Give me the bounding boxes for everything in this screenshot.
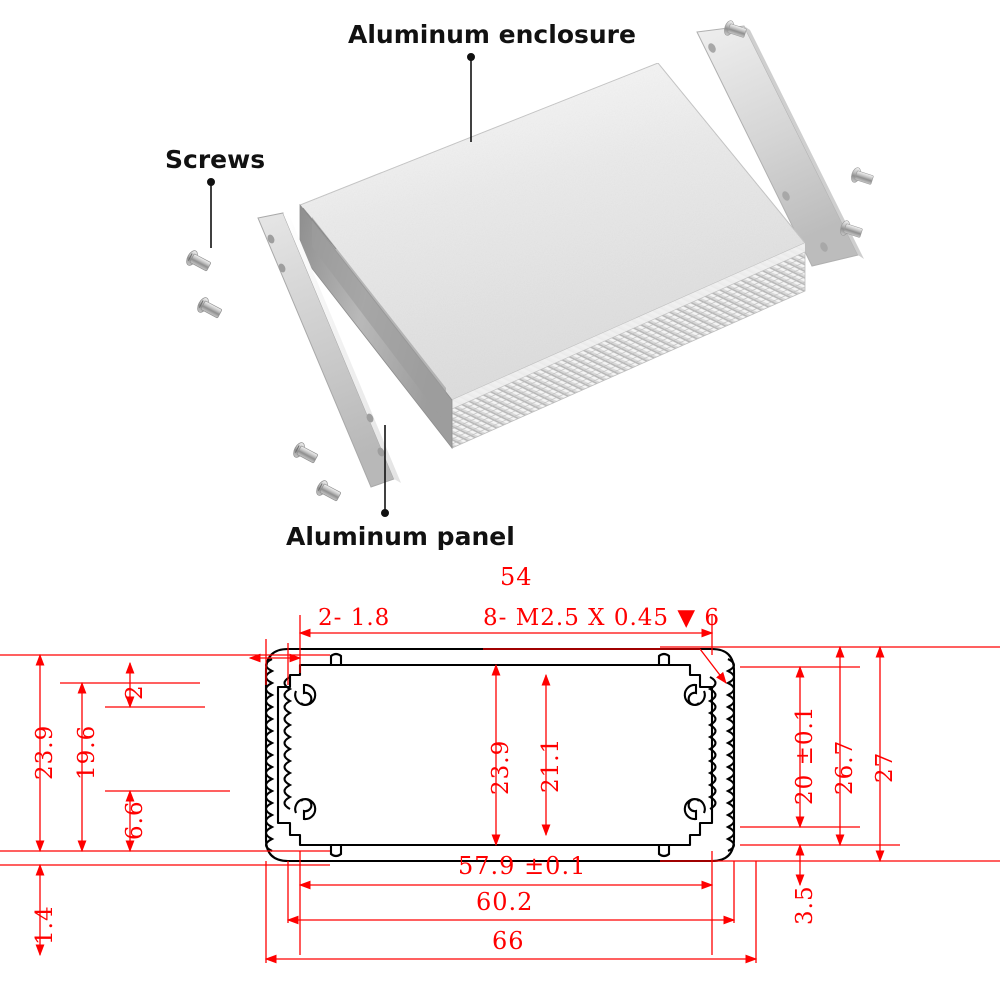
panel-screw xyxy=(197,297,222,319)
left-fins xyxy=(264,658,293,852)
dim-h-27: 27 xyxy=(872,751,898,783)
callout-label-screws: Screws xyxy=(165,145,266,174)
dim-wall-2-1-8: 2- 1.8 xyxy=(318,605,391,631)
dim-h-26-7: 26.7 xyxy=(832,739,858,795)
dim-h-23-9: 23.9 xyxy=(32,724,58,780)
dim-w-66: 66 xyxy=(492,927,525,955)
dim-h-20-tol: 20 ±0.1 xyxy=(792,705,818,805)
dim-inner-21-1: 21.1 xyxy=(538,737,564,793)
bracket-screw xyxy=(724,20,747,38)
cross-section-drawing xyxy=(0,615,1000,964)
technical-drawing: 54 2- 1.8 8- M2.5 X 0.45 ▼ 6 23.9 19.6 2… xyxy=(0,555,1000,1000)
dim-h-2: 2 xyxy=(122,684,148,700)
panel-screw xyxy=(293,442,318,464)
dim-width-54: 54 xyxy=(500,563,533,591)
panel-screw xyxy=(316,480,341,502)
product-photo: Aluminum enclosure Screws Aluminum panel xyxy=(165,20,874,551)
dim-thread-note: 8- M2.5 X 0.45 ▼ 6 xyxy=(483,605,720,631)
enclosure-render xyxy=(186,20,874,517)
bracket-screw xyxy=(851,167,874,185)
enclosure-body xyxy=(296,62,806,450)
panel-screw xyxy=(186,250,211,272)
callout-label-panel: Aluminum panel xyxy=(286,522,515,551)
callout-leaders xyxy=(207,52,475,517)
dim-h-19-6: 19.6 xyxy=(74,724,100,780)
dim-h-1-4: 1.4 xyxy=(32,905,58,945)
callout-label-enclosure: Aluminum enclosure xyxy=(348,20,636,49)
dim-h-6-6: 6.6 xyxy=(122,800,148,840)
front-aluminum-panel xyxy=(257,212,401,488)
dim-h-3-5: 3.5 xyxy=(792,885,818,925)
dim-w-60-2: 60.2 xyxy=(476,888,534,916)
right-fins xyxy=(707,658,736,852)
dim-inner-23-9: 23.9 xyxy=(488,739,514,795)
bracket-screw xyxy=(840,220,863,238)
dim-w-57-9-tol: 57.9 ±0.1 xyxy=(458,852,587,880)
